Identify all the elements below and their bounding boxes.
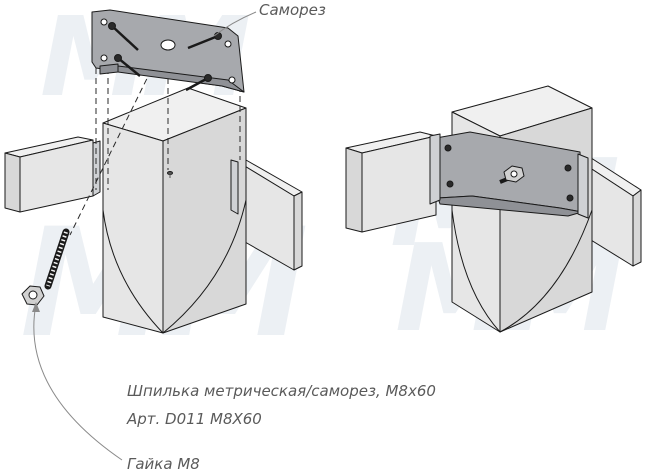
exploded-assembly [4, 9, 303, 334]
nut-label: Гайка М8 [127, 455, 200, 473]
nut-leader-arrow [32, 302, 40, 312]
assembled-view [345, 85, 642, 333]
nut [21, 285, 45, 306]
nut-leader [33, 303, 123, 461]
leg [102, 87, 247, 334]
screws [108, 22, 222, 92]
article-label: Арт. D011 M8X60 [126, 410, 262, 428]
corner-bracket-exploded [91, 9, 245, 93]
threaded-stud [44, 228, 70, 290]
leader-lines [32, 11, 257, 461]
screw-4 [185, 74, 212, 92]
left-rail [4, 136, 94, 213]
screw-label: Саморез [259, 1, 326, 19]
screw-leader [213, 11, 257, 37]
installed-bracket [429, 131, 589, 219]
screw-2 [114, 54, 141, 77]
screw-1 [108, 22, 139, 51]
stud-label: Шпилька метрическая/саморез, М8х60 [127, 382, 436, 400]
right-rail [237, 159, 303, 271]
assembled-left-rail [345, 131, 437, 233]
